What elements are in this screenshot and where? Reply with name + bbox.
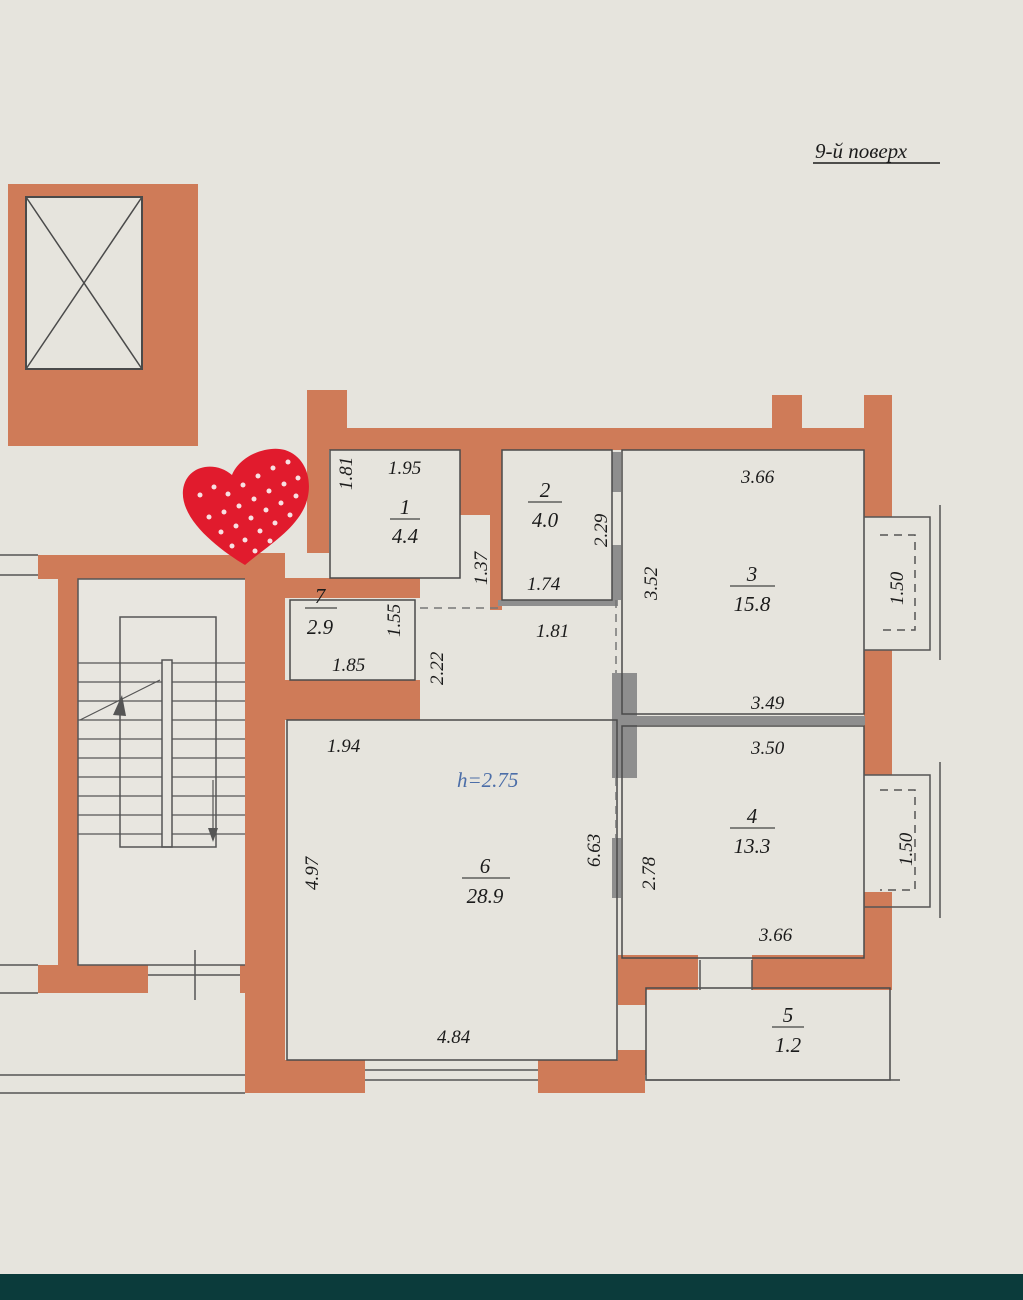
vertical-dimensions: 1.81 1.37 2.29 3.52 1.50 1.55 2.22 4.97 …: [302, 457, 917, 890]
room-label-6: 6 28.9: [462, 854, 510, 908]
dim-r1-width: 1.95: [388, 458, 421, 479]
window-bay-room3: [864, 505, 941, 660]
room-label-4: 4 13.3: [730, 804, 775, 858]
staircase: [0, 554, 270, 1094]
dim-r6-top: 1.94: [327, 736, 361, 757]
room-area: 4.0: [532, 508, 559, 532]
dim-r6-left: 4.97: [302, 855, 323, 890]
dim-r7-depth: 2.22: [427, 651, 448, 685]
room-area: 4.4: [392, 524, 419, 548]
room-label-3: 3 15.8: [730, 562, 775, 616]
room-area: 13.3: [734, 834, 771, 858]
dim-r7-height: 1.55: [384, 604, 405, 637]
dim-hall-width: 1.81: [536, 621, 569, 642]
floor-label: 9-й поверх: [815, 139, 908, 163]
dim-r3-height: 3.52: [641, 566, 662, 601]
dim-r4-height: 2.78: [639, 856, 660, 890]
room-area: 1.2: [775, 1033, 802, 1057]
room-number: 6: [480, 854, 491, 878]
horizontal-dimensions: 1.95 1.74 3.66 1.81 1.85 3.49 3.50 1.94 …: [327, 458, 793, 1048]
dim-r7-width: 1.85: [332, 655, 365, 676]
room-area: 2.9: [307, 615, 334, 639]
room-area: 15.8: [734, 592, 771, 616]
window-bay-room4: [864, 762, 941, 918]
room-number: 5: [783, 1003, 794, 1027]
bottom-bar: [0, 1274, 1023, 1300]
dim-r4-window: 1.50: [896, 832, 917, 866]
room-number: 4: [747, 804, 758, 828]
dim-r1-depth: 1.37: [471, 550, 492, 585]
room-number: 1: [400, 495, 411, 519]
room-label-5: 5 1.2: [772, 1003, 804, 1057]
dim-r4-top: 3.50: [750, 738, 785, 759]
room-area: 28.9: [467, 884, 504, 908]
dim-r3-bottom: 3.49: [750, 693, 785, 714]
dim-r6-right: 6.63: [584, 834, 605, 867]
room-number: 3: [746, 562, 758, 586]
ceiling-height: h=2.75: [457, 768, 518, 792]
interior-walls: [285, 440, 502, 720]
heart-sticker-icon: [182, 448, 309, 565]
dim-r6-bottom: 4.84: [437, 1027, 471, 1048]
room-label-2: 2 4.0: [528, 478, 562, 532]
dim-r2-height: 2.29: [591, 513, 612, 547]
dim-r4-bottom: 3.66: [758, 925, 793, 946]
room-label-7: 7 2.9: [305, 584, 337, 639]
dim-r3-window: 1.50: [887, 571, 908, 605]
room-number: 2: [540, 478, 551, 502]
exterior-walls: [245, 390, 892, 1093]
dim-r2-width: 1.74: [527, 574, 561, 595]
elevator-shaft: [8, 184, 198, 446]
dim-r1-height: 1.81: [336, 457, 357, 490]
room-label-1: 1 4.4: [390, 495, 420, 548]
room-number: 7: [315, 584, 327, 608]
dim-r3-width: 3.66: [740, 467, 775, 488]
